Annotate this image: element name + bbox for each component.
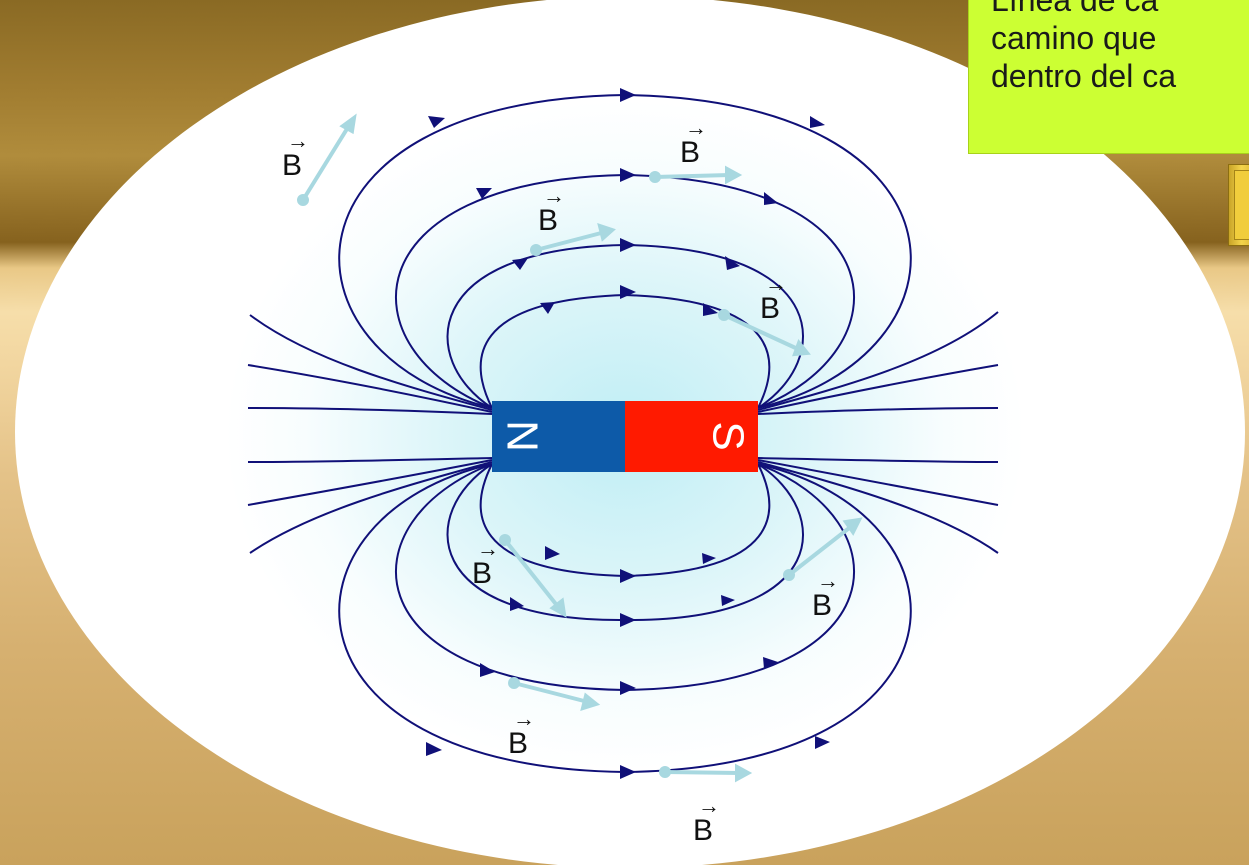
vector-b-7-head [580, 692, 601, 711]
vector-arrow-accent: → [817, 568, 839, 593]
arrowhead-20 [620, 681, 636, 695]
vector-b-6-head [842, 517, 863, 536]
arrowhead-21 [763, 657, 778, 669]
vector-arrow-accent: → [685, 115, 707, 140]
magnet-south-pole [625, 401, 758, 472]
vector-label-text: B [282, 149, 302, 182]
arrowhead-2 [428, 116, 445, 128]
vector-label-7: B → [508, 706, 535, 760]
vector-arrow-accent: → [543, 183, 565, 208]
vector-b-5-tail [499, 534, 511, 546]
arrowhead-24 [815, 736, 830, 749]
field-line-open-l4 [247, 457, 493, 463]
field-line-open-r6 [757, 461, 999, 554]
vector-b-6 [787, 523, 855, 577]
field-line-open-l3 [247, 407, 493, 415]
definition-note: Línea de ca camino que dentro del ca [968, 0, 1249, 154]
note-line-3: dentro del ca [991, 58, 1177, 94]
vector-b-8-tail [659, 766, 671, 778]
vector-b-8-head [735, 763, 753, 783]
arrowhead-4 [620, 168, 636, 182]
arrowhead-1 [620, 88, 636, 102]
vector-b-4 [723, 313, 801, 352]
field-line-open-l1 [249, 314, 493, 411]
vector-label-text: B [472, 557, 492, 590]
arrowhead-13 [545, 546, 560, 560]
vector-b-2-head [725, 165, 743, 185]
arrowhead-16 [510, 597, 524, 611]
vector-arrow-accent: → [698, 793, 720, 818]
vector-b-4-tail [718, 309, 730, 321]
vector-label-5: B → [472, 536, 499, 590]
vector-b-4-head [792, 338, 811, 357]
vector-b-5-head [549, 597, 567, 618]
vector-label-1: B → [282, 128, 309, 182]
arrowhead-17 [620, 613, 636, 627]
arrowhead-7 [620, 238, 636, 252]
magnet-north-label: N [498, 420, 547, 452]
vector-b-3-head [597, 222, 616, 242]
vector-arrow-accent: → [513, 706, 535, 731]
vector-label-8: B → [693, 793, 720, 847]
arrowhead-12 [703, 303, 718, 316]
arrowhead-19 [480, 663, 495, 677]
arrowhead-23 [620, 765, 636, 779]
bar-magnet: N S [492, 401, 758, 472]
field-line-open-r1 [757, 311, 999, 411]
arrowhead-14 [620, 569, 636, 583]
note-line-2: camino que [991, 20, 1157, 56]
field-line-open-r4 [757, 457, 999, 463]
vector-arrow-accent: → [287, 128, 309, 153]
vector-label-text: B [680, 136, 700, 169]
vector-label-text: B [693, 814, 713, 847]
arrowhead-6 [764, 192, 778, 205]
vector-b-2-tail [649, 171, 661, 183]
arrowhead-18 [721, 595, 735, 606]
vector-label-text: B [538, 204, 558, 237]
arrowhead-11 [540, 302, 555, 314]
field-line-open-r2 [757, 364, 999, 413]
field-vectors [297, 113, 863, 783]
vector-b-1 [301, 122, 352, 202]
arrowhead-10 [620, 285, 636, 299]
vector-b-7-tail [508, 677, 520, 689]
vector-b-3 [535, 230, 606, 252]
arrowhead-8 [512, 258, 528, 270]
arrowhead-3 [810, 116, 825, 128]
vector-label-text: B [508, 727, 528, 760]
field-line-open-r3 [757, 407, 999, 415]
arrowhead-22 [426, 742, 442, 756]
vector-label-6: B → [812, 568, 839, 622]
arrowhead-9 [725, 256, 740, 270]
arrowhead-15 [702, 553, 716, 564]
direction-arrows [426, 88, 830, 779]
vector-label-text: B [760, 292, 780, 325]
field-line-open-l6 [249, 461, 493, 554]
vector-label-text: B [812, 589, 832, 622]
vector-labels: B → B → B → B → B → B → B → B → [282, 115, 839, 847]
magnet-south-label: S [704, 421, 753, 450]
vector-b-2 [654, 173, 731, 179]
field-line-open-r5 [757, 459, 999, 506]
vector-b-1-head [339, 113, 357, 135]
vector-b-7 [513, 681, 589, 704]
field-line-open-l2 [247, 364, 493, 413]
vector-b-8 [664, 770, 741, 775]
vector-label-4: B → [760, 271, 787, 325]
vector-arrow-accent: → [765, 271, 787, 296]
gold-tab-inner [1234, 170, 1249, 240]
arrowhead-5 [476, 188, 492, 199]
vector-label-2: B → [680, 115, 707, 169]
field-line-open-l5 [247, 459, 493, 506]
vector-b-3-tail [530, 244, 542, 256]
vector-b-6-tail [783, 569, 795, 581]
vector-b-5 [503, 538, 561, 610]
magnet-north-pole [492, 401, 625, 472]
vector-arrow-accent: → [477, 536, 499, 561]
vector-label-3: B → [538, 183, 565, 237]
vector-b-1-tail [297, 194, 309, 206]
note-line-1: Línea de ca [991, 0, 1159, 18]
